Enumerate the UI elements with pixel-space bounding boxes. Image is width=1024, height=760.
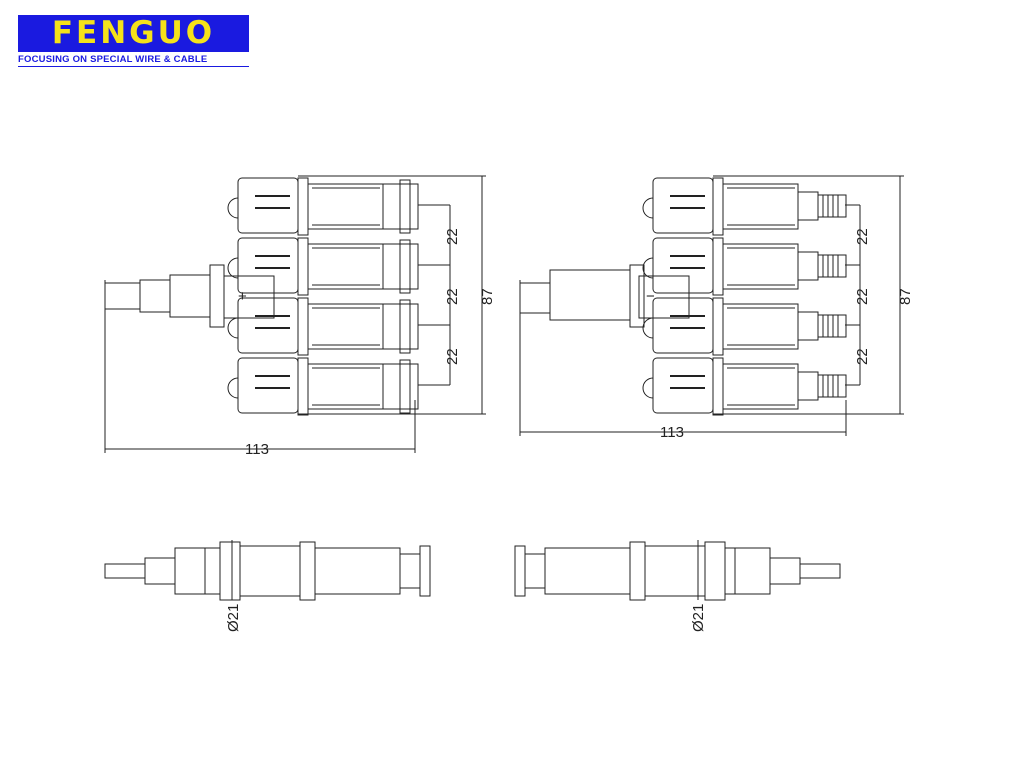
branch-ring [712,357,724,416]
height-dimension-right: 87 [897,288,914,305]
side-view-segment [514,545,526,597]
branch-nut-ring [399,179,411,234]
input-body [169,274,211,318]
branch-dome [642,257,654,279]
side-view-segment [219,541,241,601]
branch-tube [307,303,384,350]
branch-nut-ring [399,359,411,414]
branch-pin [817,314,847,338]
branch-housing [652,177,714,234]
branch-ring [297,297,309,356]
branch-nut-ring [399,239,411,294]
side-view-segment [769,557,801,585]
side-view-segment [724,547,771,595]
side-view-segment [704,541,726,601]
branch-pin [817,374,847,398]
hub-body [638,275,690,319]
width-dimension-right: 113 [660,424,684,441]
branch-tube [307,183,384,230]
side-view-segment [644,545,706,597]
branch-dome [227,257,239,279]
input-body [549,269,631,321]
female-branch-top-view [519,175,904,436]
branch-ring [712,237,724,296]
branch-ring [297,177,309,236]
side-view-segment [314,547,401,595]
branch-housing [237,297,299,354]
branch-ring [297,237,309,296]
branch-tube [722,243,799,290]
side-view-segment [629,541,646,601]
branch-dome [227,377,239,399]
side-view-segment [544,547,631,595]
male-branch-top-view [104,175,486,453]
side-view-segment [239,545,301,597]
pitch-dimension: 22 [444,228,461,245]
branch-pin [817,254,847,278]
input-cable [104,282,141,310]
branch-ring [712,177,724,236]
branch-pin [817,194,847,218]
diameter-dimension-right: Ø21 [690,604,707,632]
width-dimension-left: 113 [245,441,269,458]
side-view-segment [104,563,146,579]
branch-dome [227,197,239,219]
input-flange [209,264,225,328]
side-view-segment [174,547,221,595]
side-view-segment [299,541,316,601]
diameter-dimension-left: Ø21 [225,604,242,632]
branch-nut-ring [399,299,411,354]
branch-tube [722,363,799,410]
branch-dome [642,197,654,219]
branch-housing [652,237,714,294]
height-dimension-left: 87 [479,288,496,305]
branch-dome [642,377,654,399]
branch-dome [642,317,654,339]
branch-ring [297,357,309,416]
logo-brand: FENGUO [51,15,216,51]
pitch-dimension: 22 [854,348,871,365]
branch-dome [227,317,239,339]
pitch-dimension: 22 [444,348,461,365]
hub-body [223,275,275,319]
branch-housing [652,357,714,414]
branch-pin-base [797,371,819,401]
branch-pin-base [797,311,819,341]
branch-housing [237,357,299,414]
input-nut [139,279,171,313]
company-logo: FENGUO [18,15,249,52]
branch-tube [307,363,384,410]
branch-housing [237,177,299,234]
branch-tube [307,243,384,290]
branch-tube [722,303,799,350]
branch-pin-base [797,251,819,281]
branch-pin-base [797,191,819,221]
logo-tagline: FOCUSING ON SPECIAL WIRE & CABLE [18,54,249,67]
side-view-segment [799,563,841,579]
pitch-dimension: 22 [444,288,461,305]
side-view-segment [144,557,176,585]
branch-housing [652,297,714,354]
branch-ring [712,297,724,356]
input-flange [629,264,645,328]
input-cable [519,282,551,314]
polarity-plus: + [238,288,247,305]
side-view-segment [399,553,421,589]
pitch-dimension: 22 [854,288,871,305]
side-views [104,540,841,601]
side-view-segment [419,545,431,597]
side-view-segment [524,553,546,589]
branch-housing [237,237,299,294]
pitch-dimension: 22 [854,228,871,245]
branch-tube [722,183,799,230]
polarity-minus: − [646,288,655,305]
